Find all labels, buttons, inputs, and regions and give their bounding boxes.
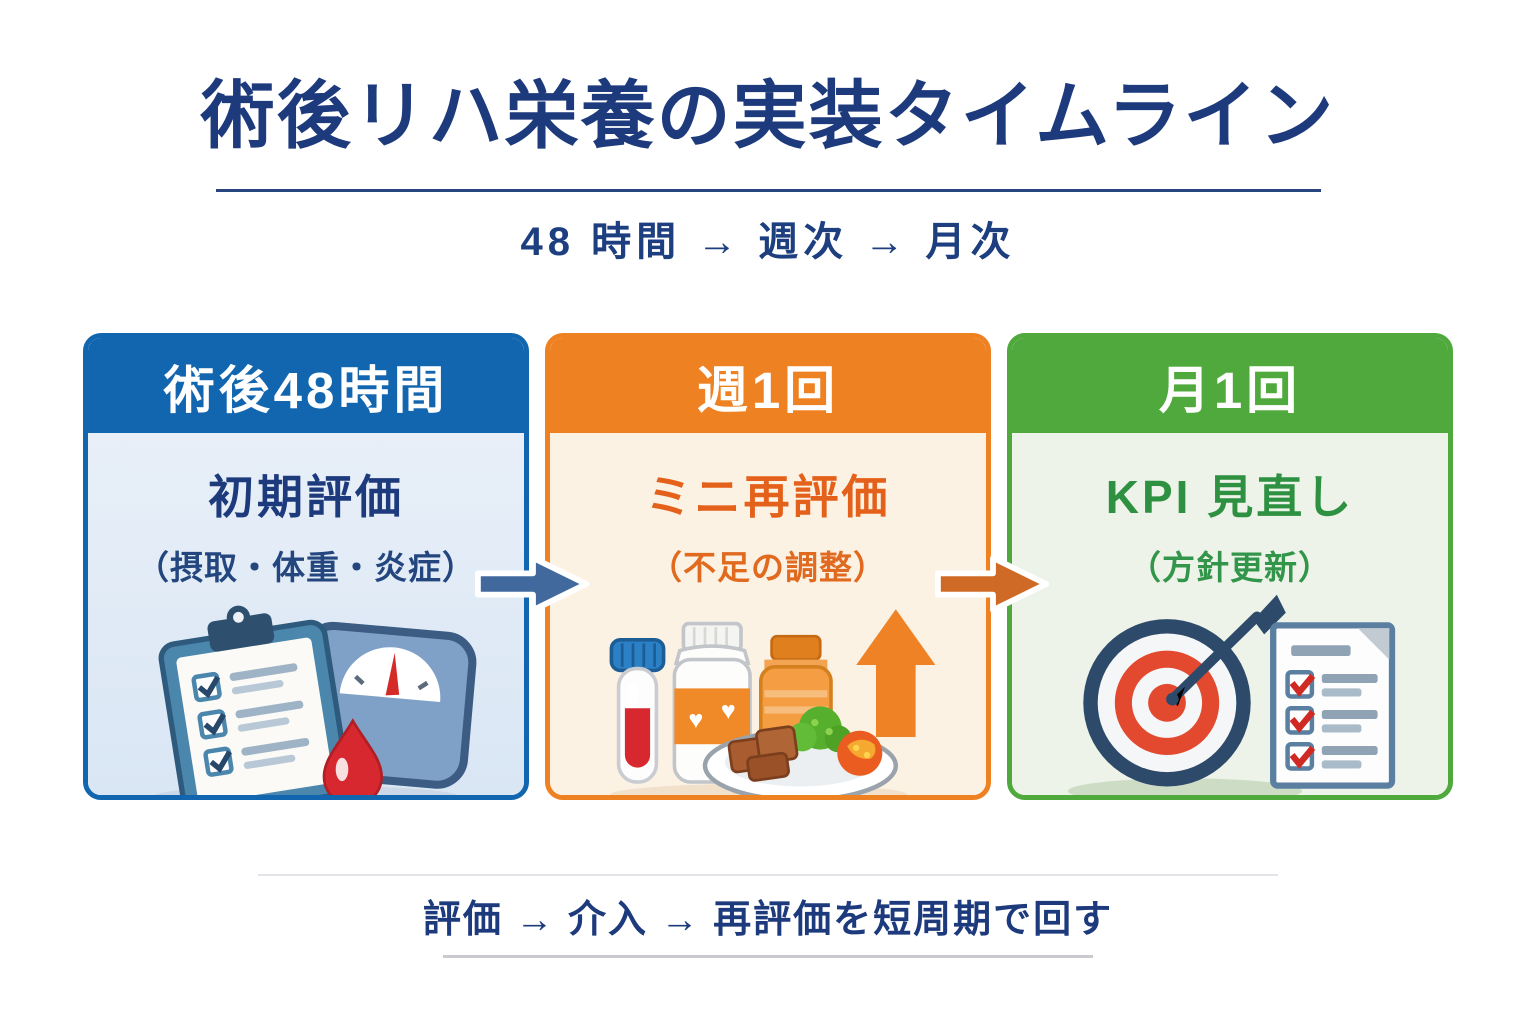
- card-monthly-header: 月1回: [1012, 338, 1448, 433]
- flow-arrow-orange-icon: [935, 555, 1050, 613]
- up-arrow-icon: [856, 609, 936, 737]
- page-title: 術後リハ栄養の実装タイムライン: [200, 74, 1336, 157]
- card-monthly-icons: [1012, 594, 1448, 795]
- card-48h-header: 術後48時間: [88, 338, 524, 433]
- svg-text:♥: ♥: [689, 706, 704, 734]
- timeline-subtitle: 48 時間 → 週次 → 月次: [520, 220, 1016, 264]
- svg-text:♥: ♥: [721, 697, 736, 725]
- card-weekly-title: ミニ再評価: [645, 471, 891, 523]
- clipboard-checklist-icon: [158, 605, 351, 795]
- broccoli-icon: [787, 706, 852, 753]
- card-48h-title: 初期評価: [208, 471, 404, 523]
- meal-plate-icon: [702, 706, 899, 795]
- card-weekly-icons: ♥ ♥ ♥: [550, 595, 986, 795]
- footer-divider-top: [258, 874, 1278, 876]
- card-48h-body: 初期評価 （摂取・体重・炎症）: [88, 433, 524, 795]
- card-weekly-header: 週1回: [550, 338, 986, 433]
- card-weekly-note: （不足の調整）: [649, 549, 887, 586]
- meat-icon: [727, 725, 799, 782]
- timeline-cards: 術後48時間 初期評価 （摂取・体重・炎症）: [83, 333, 1453, 800]
- initial-assessment-illustration: [154, 605, 477, 795]
- kpi-review-illustration: [1068, 594, 1396, 795]
- mini-reassessment-illustration: ♥ ♥ ♥: [609, 609, 936, 795]
- footer-divider-bottom: [443, 955, 1093, 958]
- checklist-document-icon: [1270, 622, 1396, 789]
- card-48h: 術後48時間 初期評価 （摂取・体重・炎症）: [83, 333, 529, 800]
- card-weekly-body: ミニ再評価 （不足の調整） ♥: [550, 433, 986, 795]
- card-48h-icons: [88, 595, 524, 795]
- title-underline: [215, 189, 1321, 192]
- card-monthly-note: （方針更新）: [1128, 549, 1332, 586]
- card-monthly-body: KPI 見直し （方針更新）: [1012, 433, 1448, 795]
- tomato-side-icon: [837, 730, 883, 776]
- footer-note: 評価 → 介入 → 再評価を短周期で回す: [422, 899, 1114, 941]
- blood-drop-icon: [322, 718, 383, 795]
- dart-icon: [1166, 594, 1286, 707]
- flow-arrow-blue-icon: [475, 555, 590, 613]
- card-48h-note: （摂取・体重・炎症）: [136, 549, 476, 586]
- footer: 評価 → 介入 → 再評価を短周期で回す: [0, 874, 1536, 958]
- blood-test-tube-icon: [609, 638, 666, 784]
- dartboard-target-icon: [1083, 594, 1286, 787]
- card-monthly: 月1回 KPI 見直し （方針更新）: [1007, 333, 1453, 800]
- card-weekly: 週1回 ミニ再評価 （不足の調整）: [545, 333, 991, 800]
- card-monthly-title: KPI 見直し: [1105, 471, 1355, 523]
